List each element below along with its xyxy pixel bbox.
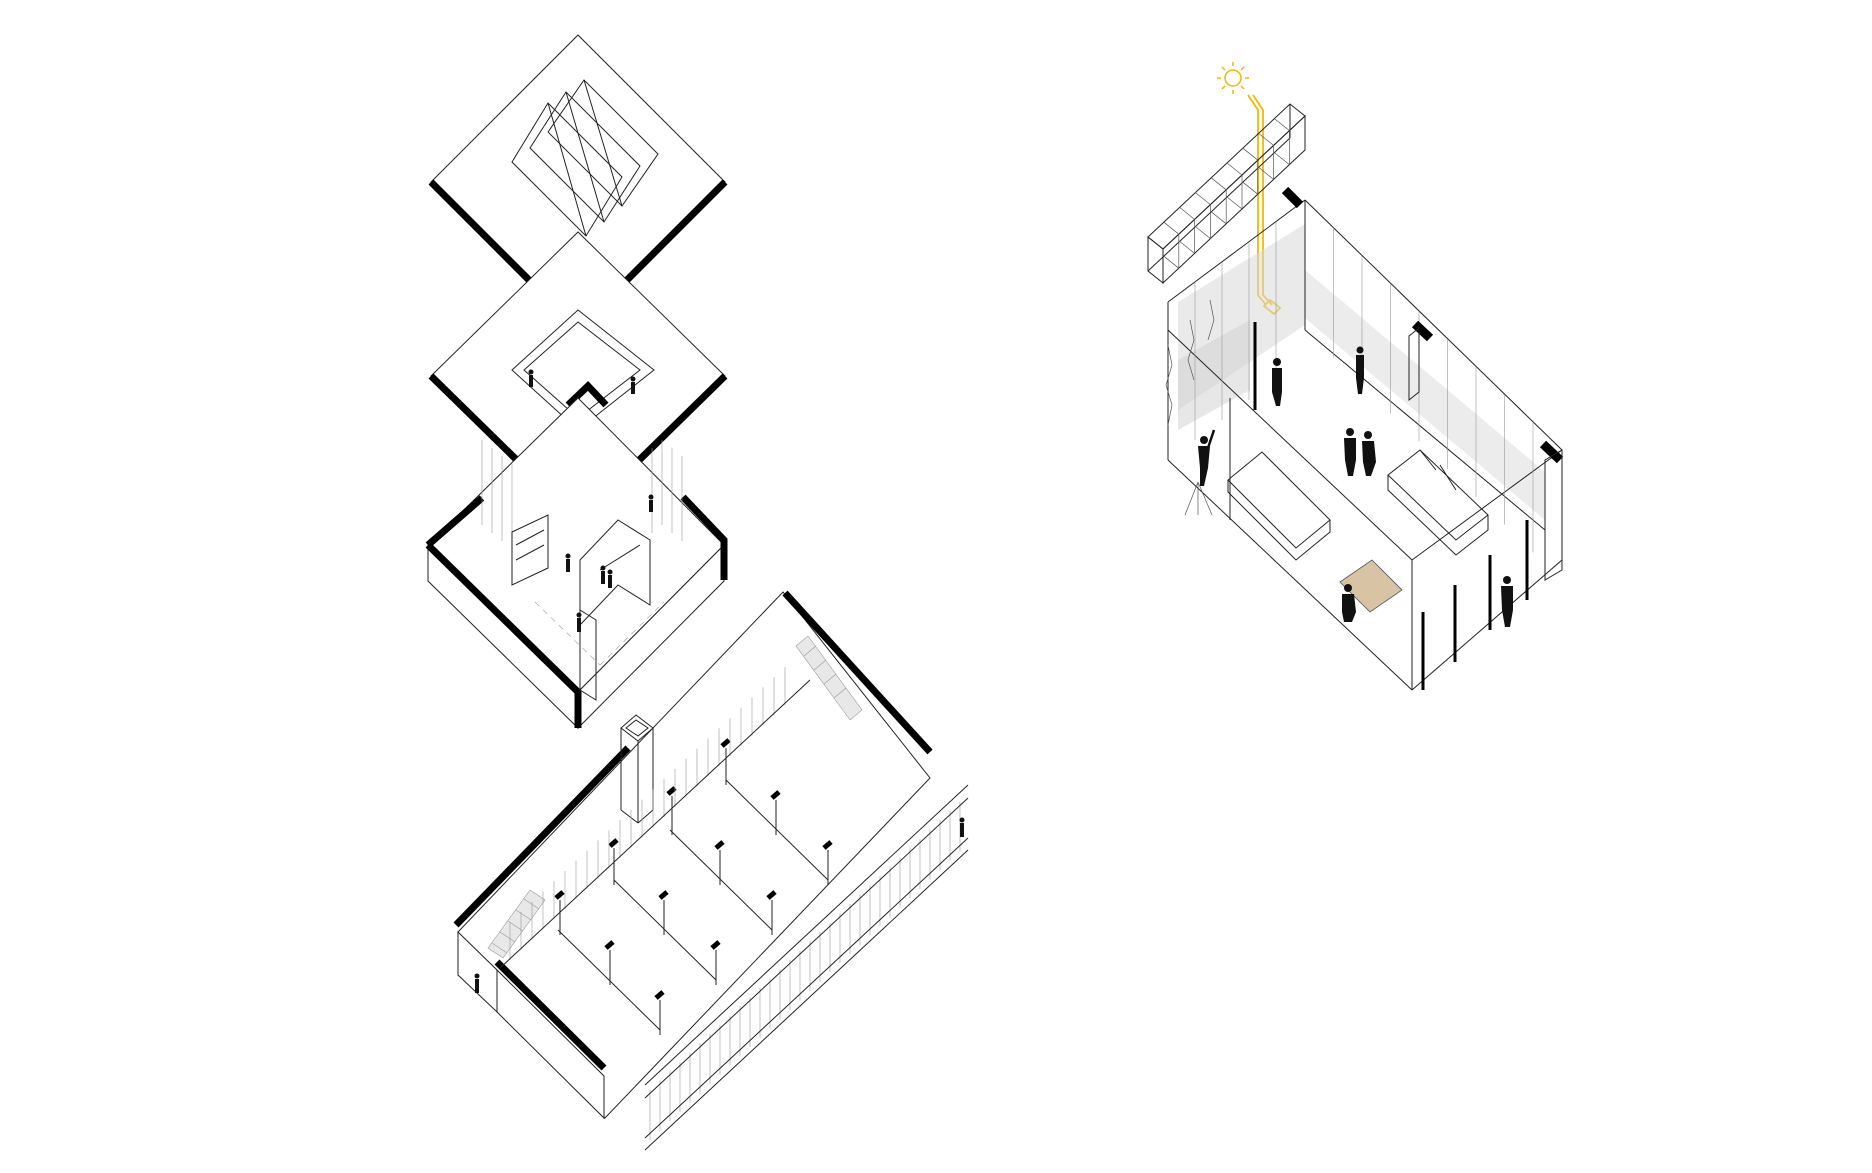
person-figure	[528, 369, 534, 387]
gallery-floor-layer	[425, 397, 728, 730]
person-figure	[1198, 429, 1216, 486]
gallery-wall-cut	[425, 542, 582, 728]
gallery-wall-cut	[425, 495, 485, 548]
person-figure	[565, 553, 571, 572]
table	[1339, 559, 1403, 613]
chimney	[620, 714, 654, 824]
wall-cut-heads	[1281, 186, 1564, 464]
facade-rails	[499, 679, 969, 1151]
person-figure	[576, 612, 582, 632]
skylight-louvres	[1147, 103, 1306, 285]
gallery-dashed-line	[534, 601, 601, 666]
wall-cut-tops	[554, 738, 833, 1000]
gallery-glazing	[481, 440, 683, 549]
facade-glazing	[509, 667, 961, 1140]
climbing-plant	[1165, 299, 1215, 426]
sun-icon	[1217, 62, 1249, 94]
gallery-floor	[427, 397, 725, 693]
person-figure	[1272, 358, 1282, 406]
person-figure	[600, 565, 606, 584]
stair	[795, 635, 863, 721]
ground-wall-cut	[494, 959, 607, 1071]
chimney-shaft	[1408, 326, 1420, 402]
person-figure	[1362, 431, 1376, 476]
person-figure	[474, 973, 480, 993]
sawtooth-skylights	[511, 79, 659, 237]
ground-wall-cut	[453, 745, 631, 928]
louvre-fins	[1163, 118, 1290, 269]
glazing-tint	[1178, 320, 1250, 430]
ground-floor-layer	[453, 590, 969, 1151]
display-cases	[1227, 449, 1489, 561]
room-volume	[1165, 186, 1564, 691]
interior-walls	[557, 748, 829, 1035]
gallery-wall-cut	[680, 494, 728, 580]
person-figure	[1501, 576, 1513, 627]
glazing-tint	[1305, 270, 1545, 520]
person-figure	[630, 376, 636, 394]
person-figure	[959, 817, 965, 837]
end-pier	[1544, 449, 1563, 581]
person-figure	[648, 494, 654, 512]
easel	[1184, 481, 1213, 516]
doors	[1253, 322, 1529, 690]
person-figure	[607, 569, 613, 588]
stair	[487, 889, 546, 959]
exploded-axonometric	[425, 34, 969, 1151]
gallery-dashed-line	[599, 601, 665, 666]
person-figure	[1342, 584, 1356, 622]
detail-axonometric	[1147, 62, 1564, 691]
atrium-corner-cut	[565, 381, 609, 408]
ground-wall-front	[496, 968, 605, 1120]
person-figure	[1344, 428, 1356, 476]
person-figure	[1356, 346, 1364, 394]
ground-wall-cut	[782, 590, 933, 755]
room-frame	[1167, 199, 1563, 691]
room-mullions	[1194, 222, 1534, 553]
